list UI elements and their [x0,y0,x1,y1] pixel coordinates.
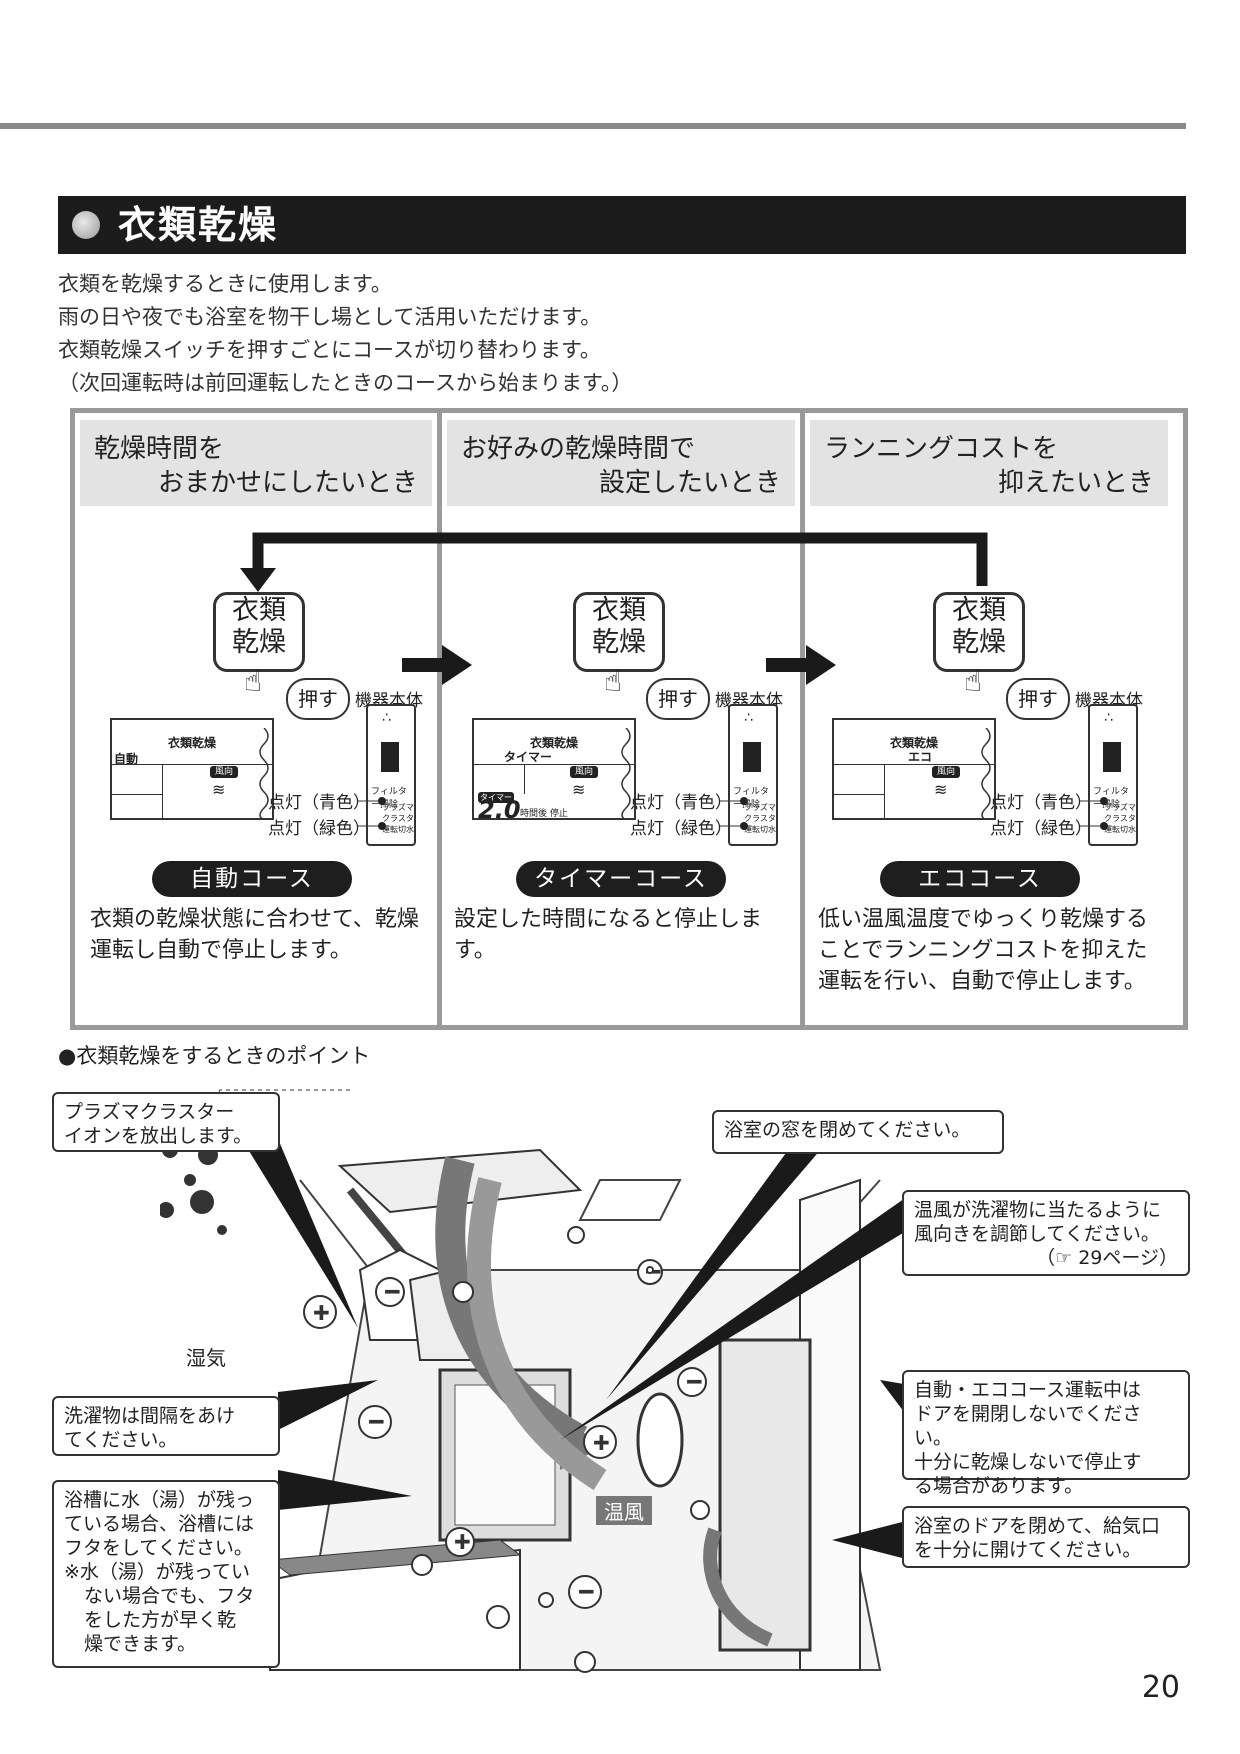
section-title-bar [58,196,1186,254]
points-heading: ●衣類乾燥をするときのポイント [58,1044,371,1068]
cycle-arrow-icon [240,532,988,592]
clothes-dry-button[interactable]: 衣類乾燥 [573,592,665,672]
wind-direction-icon: ≋ [212,780,226,799]
course-pill: 自動コース [152,861,352,897]
column-divider [800,413,805,1025]
pointing-hand-icon: ☝ [604,664,623,699]
lamp-leader-lines [720,797,748,830]
callout-wind-direction: 温風が洗濯物に当たるように風向きを調節してください。 （☞ 29ページ） [902,1190,1190,1276]
lamp-blue-label: 点灯（青色） [990,793,1092,813]
lamp-blue-label: 点灯（青色） [268,793,370,813]
wind-direction-icon: ≋ [934,780,948,799]
press-label: 押す [646,678,710,720]
svg-text:−: − [368,1409,385,1433]
pointing-hand-icon: ☝ [964,664,983,699]
callout-pointers [230,1120,910,1560]
course-pill: エココース [880,861,1080,897]
lamp-leader-lines [1080,797,1108,830]
column-divider [437,413,442,1025]
main-unit-panel: ∴ フィルター掃除 プラズマクラスター 運転切水 [366,704,416,846]
wavy-break-icon [259,728,269,820]
next-arrow-icon [766,645,836,685]
svg-text:+: + [593,1430,610,1454]
clothes-dry-button[interactable]: 衣類乾燥 [213,592,305,672]
callout-bath-lid: 浴槽に水（湯）が残っている場合、浴槽には フタをしてください。※水（湯）が残って… [52,1480,280,1668]
intro-line: 雨の日や夜でも浴室を物干し場として活用いただけます。 [58,305,602,329]
intro-line: 衣類乾燥スイッチを押すごとにコースが切り替わります。 [58,338,601,362]
course-description: 低い温風温度でゆっくり乾燥することでランニングコストを抑えた運転を行い、自動で停… [818,907,1149,994]
moisture-label: 湿気 [186,1346,226,1370]
main-unit-panel: ∴ フィルター掃除 プラズマクラスター 運転切水 [1088,704,1138,846]
bathroom-illustration: + − − + + − − − [160,1089,882,1673]
course-description: 設定した時間になると停止します。 [454,907,763,963]
course-header: 乾燥時間をおまかせにしたいとき [80,420,432,506]
section-title: 衣類乾燥 [118,203,279,247]
callout-spacing: 洗濯物は間隔をあけてください。 [52,1396,280,1456]
page-number: 20 [1141,1670,1180,1705]
plasma-logo-icon: ∴ [382,710,391,726]
pointing-hand-icon: ☝ [244,664,263,699]
lamp-green-label: 点灯（緑色） [990,819,1092,839]
wind-direction-icon: ≋ [572,780,586,799]
bullet-circle-icon [72,211,100,239]
callout-door-close: 浴室のドアを閉めて、給気口を十分に開けてください。 [902,1506,1190,1568]
intro-line: 衣類を乾燥するときに使用します。 [58,272,392,296]
course-header: お好みの乾燥時間で設定したいとき [447,420,795,506]
svg-text:−: − [384,1279,401,1303]
svg-text:−: − [578,1579,595,1603]
lamp-green-label: 点灯（緑色） [630,819,732,839]
top-rule [0,123,1186,129]
wavy-break-icon [981,728,991,820]
remote-display-panel: 衣類乾燥 エコ 風向 ≋ [832,718,996,820]
intro-line: （次回運転時は前回運転したときのコースから始まります。） [58,371,633,395]
remote-display-panel: 衣類乾燥 自動 風向 ≋ [110,718,274,820]
svg-text:+: + [313,1300,330,1324]
course-header: ランニングコストを抑えたいとき [810,420,1168,506]
lamp-green-label: 点灯（緑色） [268,819,370,839]
clothes-dry-button[interactable]: 衣類乾燥 [933,592,1025,672]
next-arrow-icon [402,645,472,685]
course-description: 衣類の乾燥状態に合わせて、乾燥運転し自動で停止します。 [90,907,419,963]
main-unit-panel: ∴ フィルター掃除 プラズマクラスター 運転切水 [728,704,778,846]
lamp-blue-label: 点灯（青色） [630,793,732,813]
callout-door-open: 自動・エココース運転中はドアを開閉しないでください。 十分に乾燥しないで停止する… [902,1370,1190,1497]
course-pill: タイマーコース [516,861,726,897]
lamp-leader-lines [358,797,386,830]
press-label: 押す [1006,678,1070,720]
callout-plasma: プラズマクラスターイオンを放出します。 [52,1092,280,1152]
press-label: 押す [286,678,350,720]
remote-display-panel: 衣類乾燥 タイマー 風向 ≋ タイマー 2.0 時間後 停止 [472,718,636,824]
svg-text:−: − [686,1369,703,1393]
wavy-break-icon [621,728,631,820]
warm-air-label: 温風 [596,1496,652,1525]
callout-window: 浴室の窓を閉めてください。 [712,1110,1004,1154]
svg-text:+: + [454,1529,471,1553]
plasma-logo-icon: ∴ [1104,710,1113,726]
plasma-logo-icon: ∴ [744,710,753,726]
